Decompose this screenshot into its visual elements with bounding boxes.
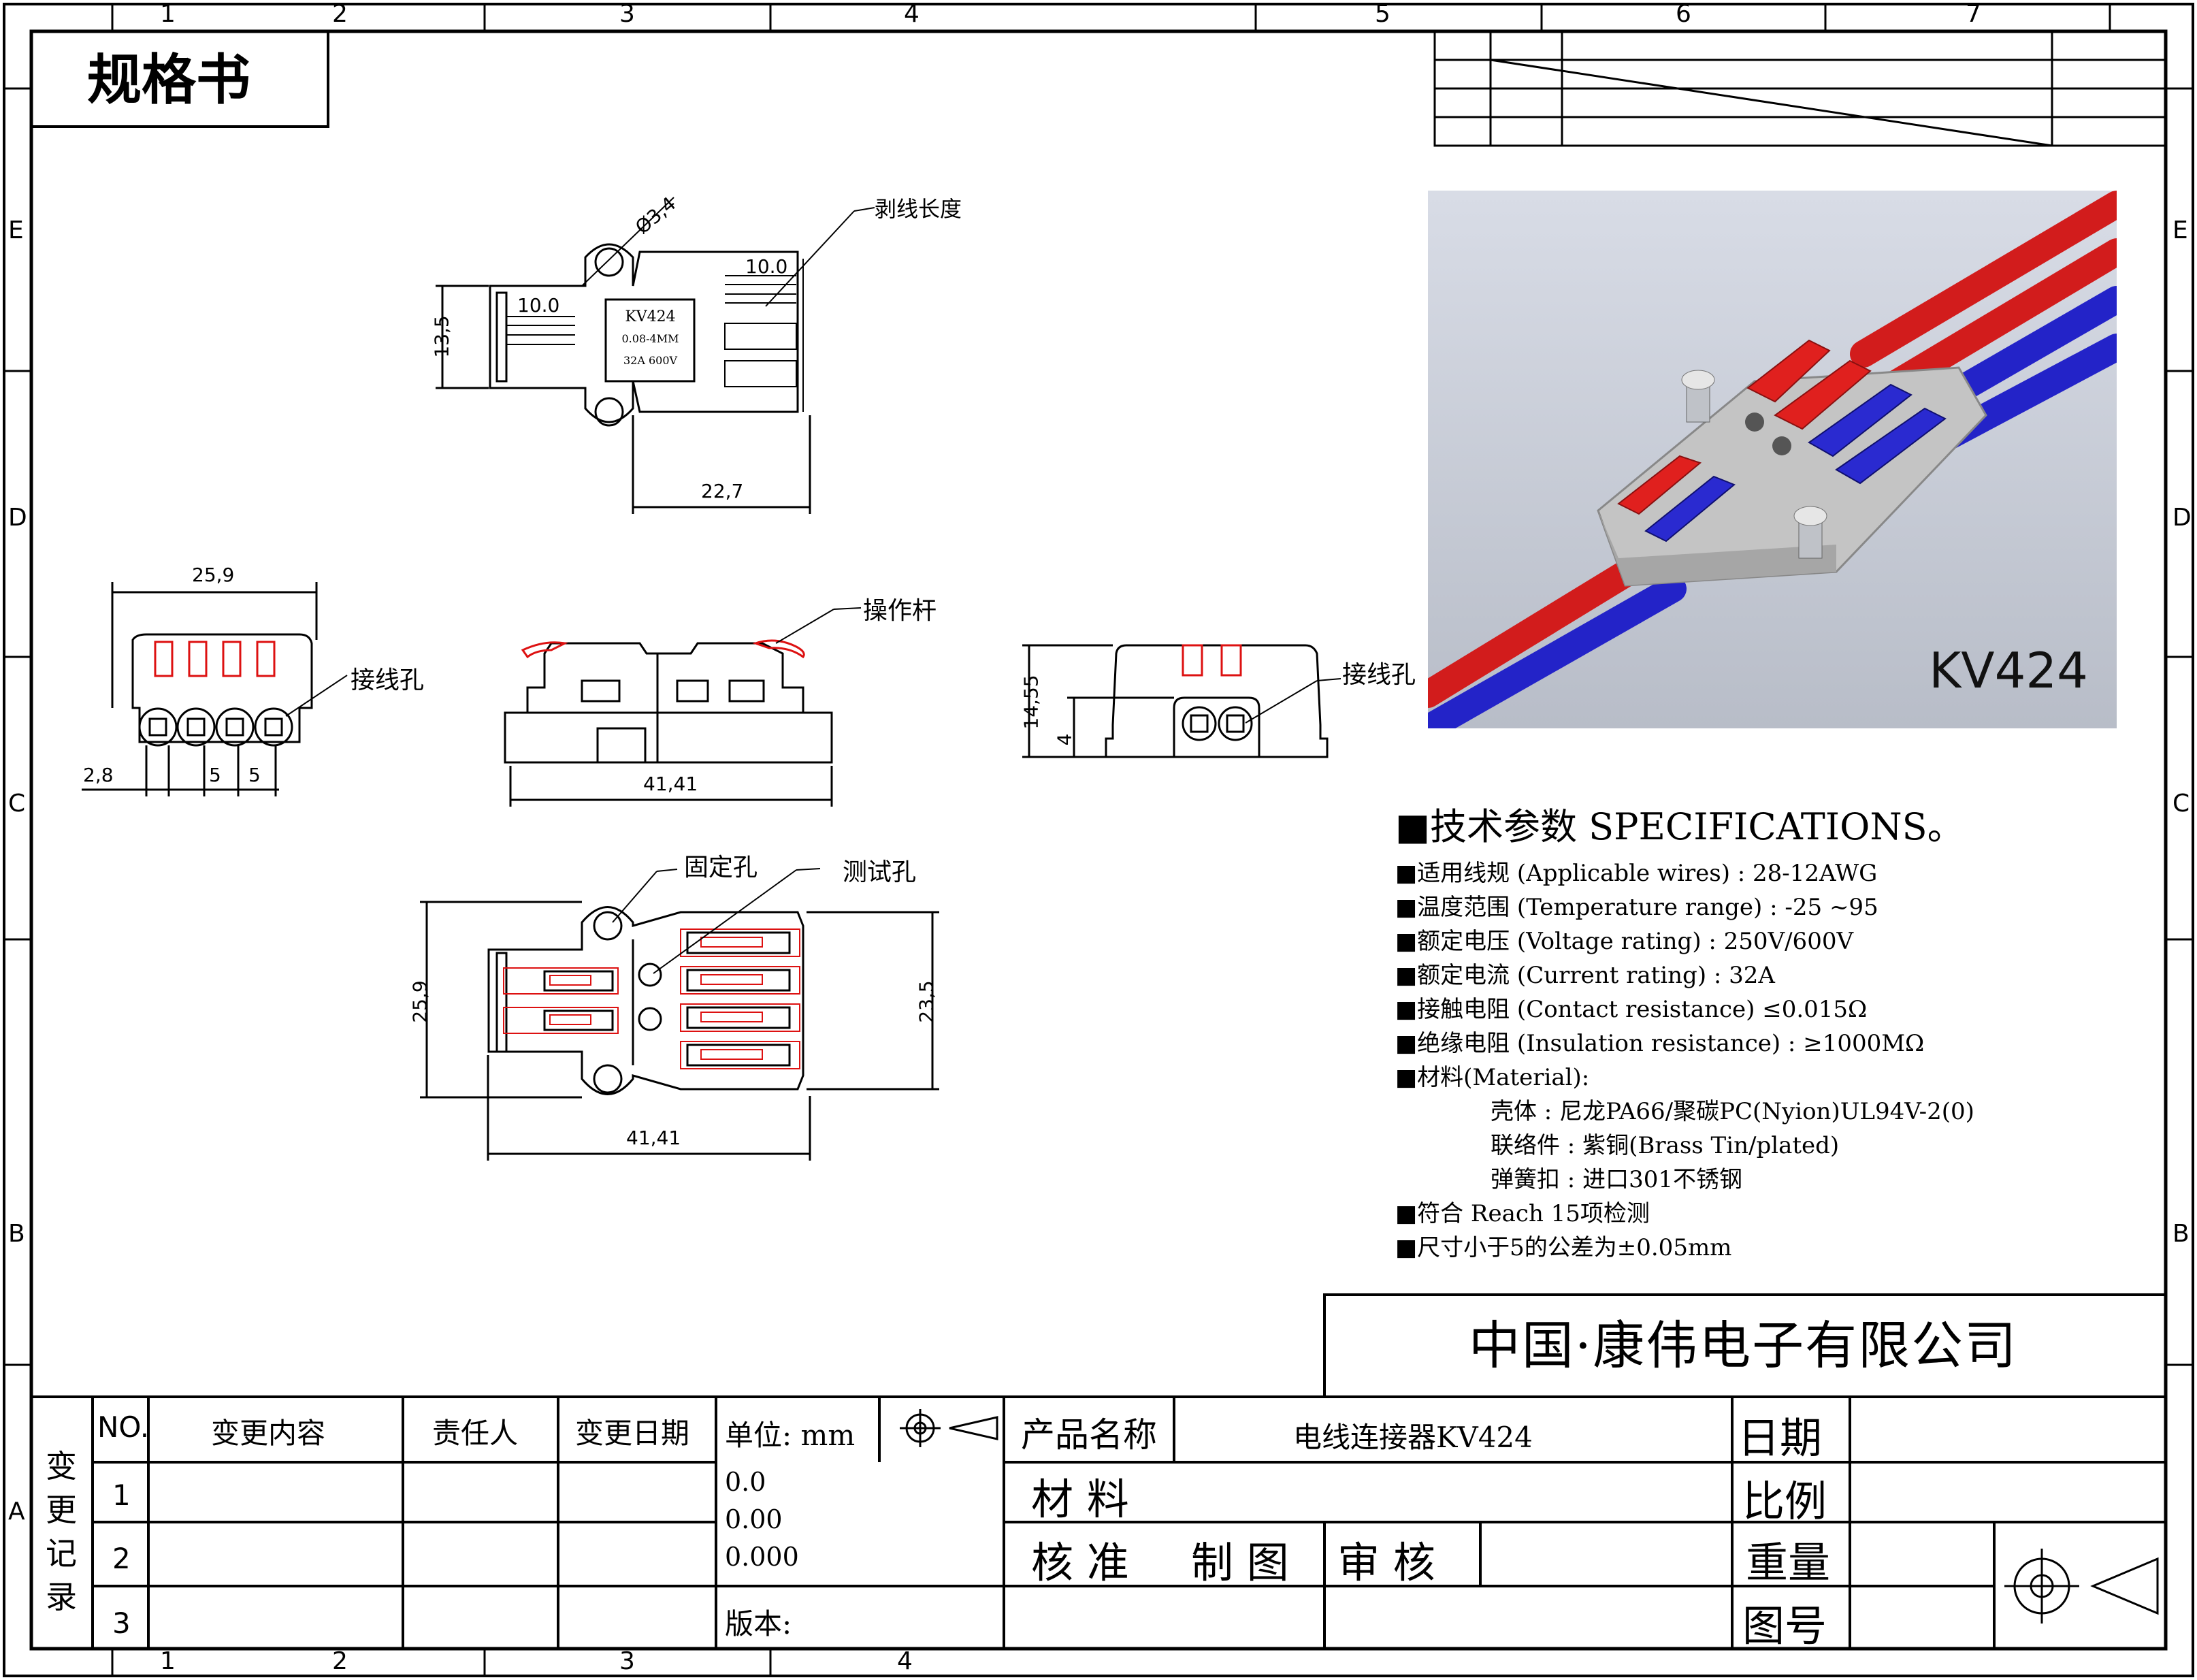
- spec-material-row: 壳体 : 尼龙PA66/聚碳PC(Nyion)UL94V-2(0): [1491, 1098, 1974, 1125]
- spec-material-row: 联络件 : 紫铜(Brass Tin/plated): [1491, 1132, 1840, 1159]
- drawn-label: 制 图: [1191, 1538, 1289, 1587]
- marking-model: KV424: [625, 308, 676, 325]
- change-record-char: 记: [46, 1535, 77, 1572]
- change-record-label: 变 更 记 录: [41, 1444, 82, 1619]
- zone-label: D: [8, 504, 27, 532]
- side-view: [504, 607, 862, 807]
- marking-rating: 32A 600V: [623, 354, 678, 367]
- row-number: 1: [112, 1479, 131, 1512]
- spec-row: ■适用线规 (Applicable wires) : 28-12AWG: [1395, 860, 1878, 887]
- dim-strip-left: 10.0: [517, 294, 560, 317]
- zone-label: 2: [332, 0, 348, 28]
- spec-row: ■尺寸小于5的公差为±0.05mm: [1395, 1234, 1732, 1261]
- dim-width-top-view: 22,7: [701, 480, 744, 502]
- label-fixing-hole: 固定孔: [684, 854, 758, 882]
- header-change-date: 变更日期: [575, 1417, 690, 1450]
- dim-hole-offset: 4: [1053, 733, 1076, 746]
- label-operating-lever: 操作杆: [863, 597, 937, 625]
- change-record-char: 变: [46, 1448, 77, 1485]
- header-responsible: 责任人: [432, 1417, 519, 1450]
- marking-gauge: 0.08-4MM: [621, 332, 679, 345]
- change-record-char: 录: [46, 1579, 77, 1615]
- spec-material-row: 弹簧扣 : 进口301不锈钢: [1491, 1166, 1742, 1193]
- label-wire-hole-left: 接线孔: [351, 666, 425, 694]
- approve-label: 核 准: [1031, 1538, 1129, 1587]
- zone-label: A: [8, 1498, 25, 1525]
- photo-caption: KV424: [1929, 642, 2088, 699]
- header-no: NO.: [97, 1410, 150, 1444]
- dim-height-bottom-right: 23,5: [915, 980, 938, 1023]
- zone-label: B: [8, 1220, 25, 1248]
- label-wire-hole-right: 接线孔: [1342, 661, 1416, 689]
- spec-row: ■额定电流 (Current rating) : 32A: [1395, 962, 1775, 989]
- label-strip-length: 剥线长度: [875, 196, 962, 222]
- header-change-content: 变更内容: [211, 1417, 326, 1450]
- end-view-right: [1022, 644, 1341, 758]
- dim-height-end-right: 14,55: [1020, 675, 1043, 730]
- zone-label: 5: [1375, 0, 1390, 28]
- material-label: 材 料: [1031, 1474, 1129, 1524]
- zone-label: 7: [1966, 0, 1981, 28]
- date-label: 日期: [1738, 1413, 1823, 1463]
- spec-row: ■温度范围 (Temperature range) : -25 ~95: [1395, 894, 1878, 921]
- dim-height-top-view: 13,5: [430, 315, 453, 358]
- drawing-number-label: 图号: [1742, 1601, 1827, 1651]
- specs-heading: ■技术参数 SPECIFICATIONS。: [1395, 805, 1964, 848]
- dim-pitch-a: 5: [209, 764, 221, 786]
- dim-pitch-b: 5: [248, 764, 261, 786]
- product-photo: KV424: [1428, 191, 2117, 728]
- scale-label: 比例: [1742, 1476, 1827, 1526]
- zone-label: 2: [332, 1647, 348, 1675]
- label-test-hole: 测试孔: [843, 858, 917, 886]
- bottom-view: [420, 868, 939, 1161]
- zone-label: 6: [1676, 0, 1691, 28]
- zone-label: E: [8, 216, 24, 244]
- zone-label: 1: [160, 1647, 176, 1675]
- zone-label: D: [2172, 504, 2192, 532]
- zone-label: 3: [619, 0, 635, 28]
- dim-pitch-first: 2,8: [83, 764, 114, 786]
- tolerance-value: 0.0: [725, 1467, 766, 1497]
- row-number: 3: [112, 1606, 131, 1640]
- dim-strip-right: 10.0: [745, 255, 788, 278]
- unit-label: 单位: mm: [725, 1419, 856, 1452]
- spec-row: ■材料(Material):: [1395, 1064, 1590, 1091]
- review-label: 审 核: [1337, 1538, 1435, 1587]
- top-view: [436, 197, 875, 514]
- dim-width-end-view: 25,9: [192, 564, 235, 586]
- tolerance-value: 0.000: [725, 1542, 799, 1572]
- weight-label: 重量: [1746, 1538, 1831, 1587]
- dim-length-side-view: 41,41: [643, 773, 698, 795]
- spec-row: ■绝缘电阻 (Insulation resistance) : ≥1000MΩ: [1395, 1030, 1925, 1057]
- version-label: 版本:: [725, 1607, 792, 1641]
- zone-label: E: [2172, 216, 2188, 244]
- sheet-title: 规格书: [33, 33, 329, 128]
- row-number: 2: [112, 1542, 131, 1575]
- product-name-value: 电线连接器KV424: [1293, 1421, 1533, 1454]
- company-name: 中国·康伟电子有限公司: [1468, 1315, 2018, 1376]
- spec-row: ■额定电压 (Voltage rating) : 250V/600V: [1395, 928, 1854, 955]
- zone-label: C: [2172, 790, 2190, 818]
- product-marking: KV424 0.08-4MM 32A 600V: [608, 306, 693, 372]
- zone-label: 1: [160, 0, 176, 28]
- end-view-left: [82, 582, 348, 796]
- zone-label: 3: [619, 1647, 635, 1675]
- spec-row: ■接触电阻 (Contact resistance) ≤0.015Ω: [1395, 996, 1868, 1023]
- spec-row: ■符合 Reach 15项检测: [1395, 1200, 1650, 1227]
- zone-label: 4: [897, 1647, 913, 1675]
- zone-label: B: [2172, 1220, 2190, 1248]
- change-record-char: 更: [46, 1491, 77, 1528]
- dim-height-bottom-left: 25,9: [408, 980, 432, 1023]
- tolerance-value: 0.00: [725, 1504, 783, 1534]
- dim-length-bottom-view: 41,41: [626, 1127, 681, 1149]
- zone-label: 4: [904, 0, 920, 28]
- product-name-label: 产品名称: [1021, 1415, 1157, 1455]
- zone-label: C: [8, 790, 26, 818]
